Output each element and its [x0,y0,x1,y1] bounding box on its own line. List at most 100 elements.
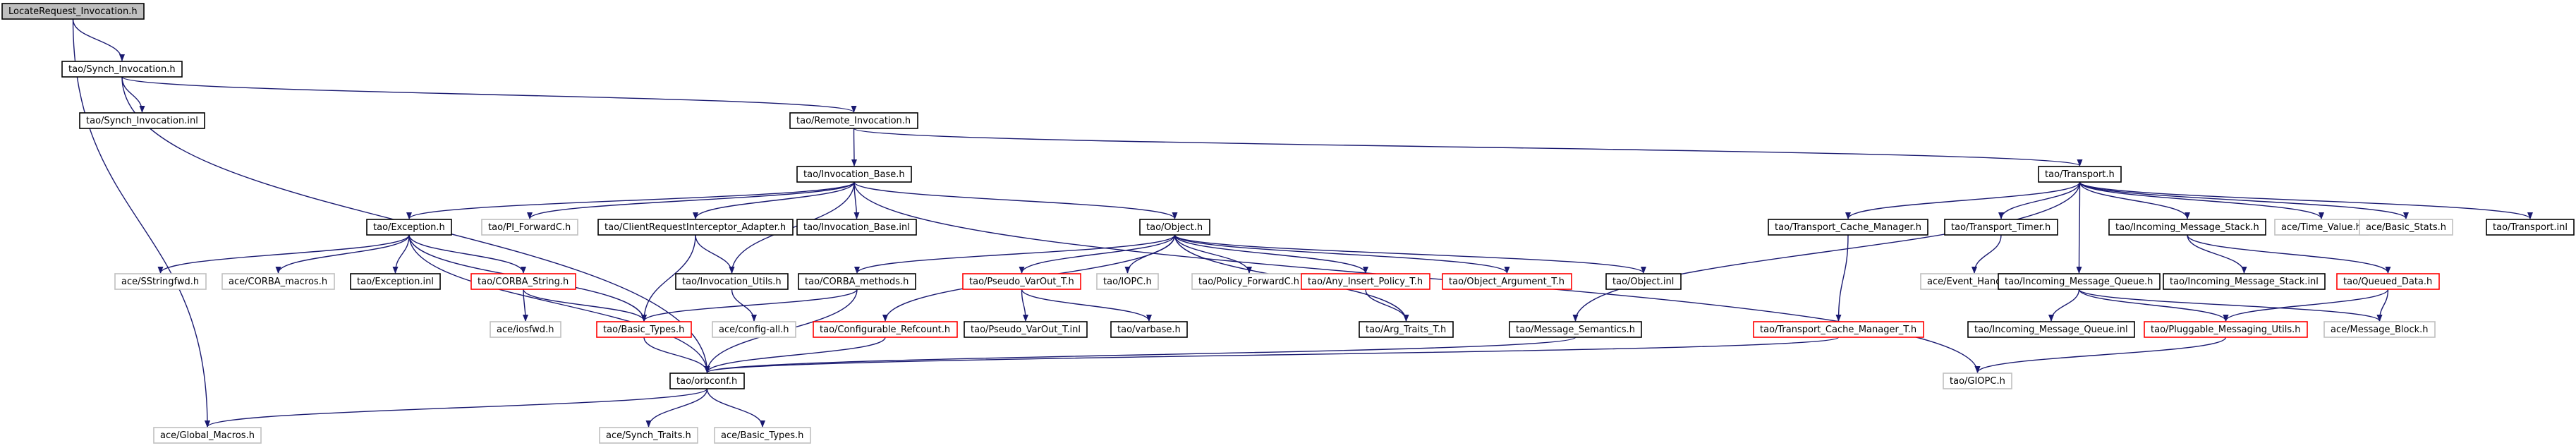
node-exceptioninl[interactable]: tao/Exception.inl [350,273,441,290]
edge-invbase-to-object [853,181,1178,219]
edge-corbastring-to-iosfwd [522,289,528,322]
node-sstringfwd: ace/SStringfwd.h [114,273,207,290]
edge-pseudovarout-to-varbase [1021,289,1152,322]
node-label: tao/PI_ForwardC.h [488,222,571,233]
node-locatereq[interactable]: LocateRequest_Invocation.h [1,3,145,20]
node-label: tao/Transport_Cache_Manager_T.h [1760,325,1916,335]
node-label: tao/Synch_Invocation.inl [86,116,198,126]
node-tcm[interactable]: tao/Transport_Cache_Manager.h [1768,219,1928,236]
node-synchinl[interactable]: tao/Synch_Invocation.inl [79,112,205,129]
node-label: tao/ClientRequestInterceptor_Adapter.h [604,222,786,233]
node-label: tao/Object_Argument_T.h [1449,277,1565,287]
node-iiopc: tao/IOPC.h [1096,273,1159,290]
node-object[interactable]: tao/Object.h [1139,219,1210,236]
node-label: tao/Exception.h [373,222,445,233]
node-pmu[interactable]: tao/Pluggable_Messaging_Utils.h [2144,321,2308,338]
edge-tcmt-to-orbconf [705,337,1840,373]
node-corbamacros: ace/CORBA_macros.h [221,273,335,290]
node-box [1139,219,1210,236]
node-label: tao/orbconf.h [676,376,737,387]
edge-invbase-to-piforward [527,181,855,219]
node-acebasictypes: ace/Basic_Types.h [714,427,811,444]
node-anyinsert[interactable]: tao/Any_Insert_Policy_T.h [1301,273,1430,290]
node-clientreq[interactable]: tao/ClientRequestInterceptor_Adapter.h [597,219,794,236]
node-box [1301,273,1430,290]
node-box [490,321,561,338]
node-pseudovarout[interactable]: tao/Pseudo_VarOut_T.h [962,273,1081,290]
node-label: tao/Incoming_Message_Queue.inl [1974,325,2128,335]
node-label: ace/SStringfwd.h [121,277,199,287]
node-tcmt[interactable]: tao/Transport_Cache_Manager_T.h [1753,321,1924,338]
node-pseudovaroutinl[interactable]: tao/Pseudo_VarOut_T.inl [964,321,1088,338]
edge-orbconf-to-acebasictypes [706,388,765,428]
node-box [1768,219,1928,236]
node-imq[interactable]: tao/Incoming_Message_Queue.h [1998,273,2161,290]
node-invbaseinl[interactable]: tao/Invocation_Base.inl [796,219,917,236]
node-confrefcount[interactable]: tao/Configurable_Refcount.h [813,321,958,338]
node-box [2323,321,2436,338]
node-box [596,321,692,338]
node-synch[interactable]: tao/Synch_Invocation.h [61,61,183,78]
node-corbamethods[interactable]: tao/CORBA_methods.h [798,273,916,290]
node-box [1359,321,1454,338]
node-imsinl[interactable]: tao/Incoming_Message_Stack.inl [2163,273,2326,290]
node-label: ace/Message_Block.h [2331,325,2429,335]
node-box [675,273,789,290]
node-label: tao/Pseudo_VarOut_T.inl [971,325,1081,335]
node-label: tao/Transport.h [2045,169,2115,180]
node-label: tao/Pseudo_VarOut_T.h [969,277,1074,287]
node-exception[interactable]: tao/Exception.h [366,219,452,236]
node-piforward: tao/PI_ForwardC.h [481,219,578,236]
node-box [796,166,912,183]
node-box [366,219,452,236]
node-remote[interactable]: tao/Remote_Invocation.h [789,112,918,129]
node-box [61,61,183,78]
node-box [599,427,698,444]
edge-confrefcount-to-orbconf [704,337,886,373]
node-label: tao/Object.inl [1612,277,1674,287]
node-invbase[interactable]: tao/Invocation_Base.h [796,166,912,183]
node-ttimer[interactable]: tao/Transport_Timer.h [1944,219,2058,236]
edge-ttimer-to-eventhandler [1972,234,2002,274]
edge-pseudovarout-to-pseudovaroutinl [1021,289,1028,322]
node-box [114,273,207,290]
node-box [964,321,1088,338]
edge-orbconf-to-synchtraits [645,388,708,428]
node-transport[interactable]: tao/Transport.h [2038,166,2122,183]
node-transportinl[interactable]: tao/Transport.inl [2486,219,2575,236]
node-label: tao/Basic_Types.h [603,325,684,335]
node-corbastring[interactable]: tao/CORBA_String.h [470,273,576,290]
node-label: tao/Invocation_Utils.h [682,277,782,287]
node-argtraits[interactable]: tao/Arg_Traits_T.h [1359,321,1454,338]
node-box [712,321,796,338]
node-msgsem[interactable]: tao/Message_Semantics.h [1509,321,1642,338]
node-invutils[interactable]: tao/Invocation_Utils.h [675,273,789,290]
node-label: tao/Transport.inl [2493,222,2568,233]
edge-transport-to-tcm [1845,181,2081,219]
node-box [1944,219,2058,236]
node-box [1110,321,1188,338]
node-box [1605,273,1682,290]
node-varbase[interactable]: tao/varbase.h [1110,321,1188,338]
node-ims[interactable]: tao/Incoming_Message_Stack.h [2108,219,2266,236]
node-basictypes[interactable]: tao/Basic_Types.h [596,321,692,338]
node-queueddata[interactable]: tao/Queued_Data.h [2336,273,2440,290]
edge-locatereq-to-synch [72,18,125,61]
node-box [2144,321,2308,338]
node-objectinl[interactable]: tao/Object.inl [1605,273,1682,290]
node-label: tao/Any_Insert_Policy_T.h [1308,277,1423,287]
node-synchtraits: ace/Synch_Traits.h [599,427,698,444]
node-imqinl[interactable]: tao/Incoming_Message_Queue.inl [1967,321,2135,338]
node-box [481,219,578,236]
node-orbconf[interactable]: tao/orbconf.h [669,373,745,389]
node-objarg[interactable]: tao/Object_Argument_T.h [1442,273,1572,290]
edge-clientreq-to-invutils [695,234,735,274]
edge-transport-to-timevalue [2079,181,2324,219]
edge-object-to-anyinsert [1174,234,1368,274]
node-box [1967,321,2135,338]
edge-transport-to-basicstats [2079,181,2409,219]
edge-transport-to-ttimer [1998,181,2081,219]
node-label: ace/Global_Macros.h [160,430,255,441]
node-label: tao/Exception.inl [357,277,434,287]
